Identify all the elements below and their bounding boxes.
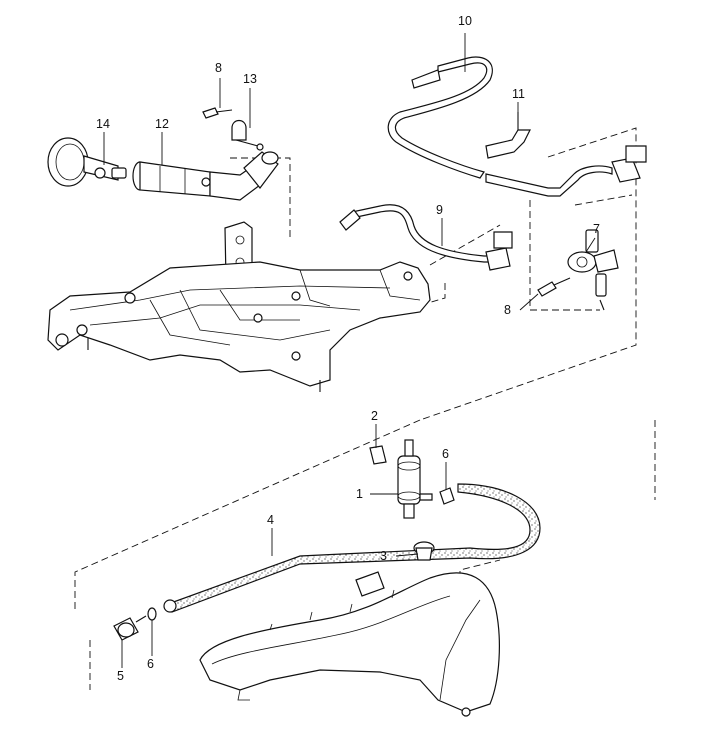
part-7-check-valve (567, 229, 619, 311)
callout-4: 4 (267, 513, 274, 527)
callout-11: 11 (512, 87, 525, 101)
callout-3: 3 (380, 549, 387, 563)
callout-6-lower: 6 (147, 657, 154, 671)
callout-leader-lines (103, 33, 596, 668)
callout-7: 7 (593, 222, 600, 236)
callout-13: 13 (243, 72, 257, 86)
callout-2: 2 (371, 409, 378, 423)
callout-5: 5 (117, 669, 124, 683)
callout-8-top: 8 (215, 61, 222, 75)
part-9-connecting-hose (339, 204, 513, 271)
part-6-hose-clamp-upper (439, 487, 455, 505)
callout-12: 12 (155, 117, 169, 131)
part-5-hose-connector (113, 615, 147, 641)
part-1-washer-pump (397, 439, 433, 519)
part-11-hose-bracket (485, 112, 531, 159)
callout-6-upper: 6 (442, 447, 449, 461)
callout-9: 9 (436, 203, 443, 217)
callout-1: 1 (356, 487, 363, 501)
assembly-reference-lines (74, 127, 656, 690)
part-10-long-washer-hose (387, 56, 647, 197)
part-4-washer-hose-long (163, 483, 541, 613)
callout-labels: 10 11 8 13 14 12 9 7 8 2 1 6 4 3 5 6 (96, 14, 600, 683)
part-6-hose-clamp-lower (147, 607, 157, 621)
part-8-screw-top (202, 107, 233, 119)
callout-10: 10 (458, 14, 472, 28)
callout-8-right: 8 (504, 303, 511, 317)
washer-fluid-reservoir (199, 571, 500, 717)
mounting-bracket-frame (47, 221, 431, 392)
part-8-screw-right (537, 277, 571, 297)
part-2-pump-clip (369, 445, 387, 465)
part-14-washer-nozzle-cover (47, 137, 127, 187)
part-3-grommet (413, 541, 435, 561)
callout-14: 14 (96, 117, 110, 131)
part-12-telescopic-nozzle (132, 151, 279, 201)
part-13-hose-clip (231, 119, 264, 151)
